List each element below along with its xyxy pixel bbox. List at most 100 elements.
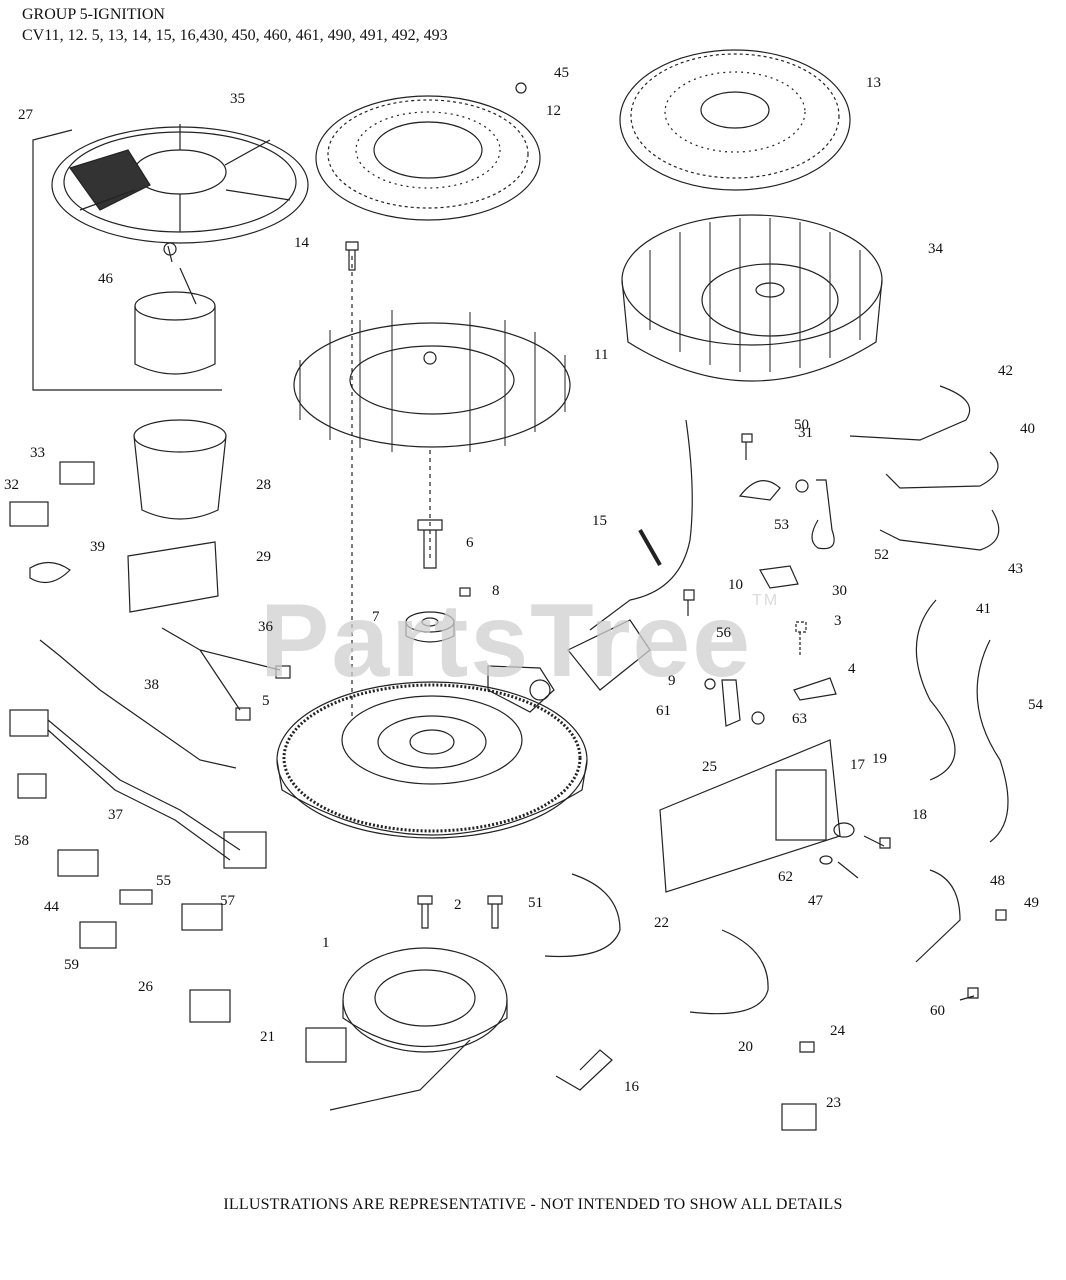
screw-47 [837, 861, 859, 879]
ignition-module-9 [567, 619, 651, 691]
callout-27[interactable]: 27 [18, 107, 33, 123]
callout-4[interactable]: 4 [848, 661, 856, 677]
callout-43[interactable]: 43 [1008, 561, 1023, 577]
callout-45[interactable]: 45 [554, 65, 569, 81]
callout-35[interactable]: 35 [230, 91, 245, 107]
callout-52[interactable]: 52 [874, 547, 889, 563]
connector-57 [181, 903, 223, 931]
flywheel-5 [276, 665, 588, 839]
callout-15[interactable]: 15 [592, 513, 607, 529]
callout-62[interactable]: 62 [778, 869, 793, 885]
callout-13[interactable]: 13 [866, 75, 881, 91]
callout-60[interactable]: 60 [930, 1003, 945, 1019]
callout-61[interactable]: 61 [656, 703, 671, 719]
lead-40 [885, 451, 999, 489]
screw-49 [995, 909, 1007, 921]
connector-59 [79, 921, 117, 949]
washer-62 [819, 855, 833, 865]
diagram-header: GROUP 5-IGNITION CV11, 12. 5, 13, 14, 15… [22, 4, 448, 46]
callout-50[interactable]: 50 [794, 417, 809, 433]
connector-26 [189, 989, 231, 1023]
harness-36 [161, 627, 281, 711]
harness-22 [544, 873, 621, 958]
terminal-55 [119, 889, 153, 905]
terminal-21 [305, 1027, 347, 1063]
callout-31[interactable]: 31 [798, 425, 813, 441]
callout-46[interactable]: 46 [98, 271, 113, 287]
callout-34[interactable]: 34 [928, 241, 943, 257]
callout-19[interactable]: 19 [872, 751, 887, 767]
plate-29 [127, 541, 219, 613]
callout-38[interactable]: 38 [144, 677, 159, 693]
callout-5[interactable]: 5 [262, 693, 270, 709]
callout-1[interactable]: 1 [322, 935, 330, 951]
cup-28 [133, 419, 227, 520]
blower-shroud-35 [51, 124, 309, 244]
clamp-52 [811, 479, 835, 550]
callout-48[interactable]: 48 [990, 873, 1005, 889]
callout-9[interactable]: 9 [668, 673, 676, 689]
callout-29[interactable]: 29 [256, 549, 271, 565]
callout-33[interactable]: 33 [30, 445, 45, 461]
callout-36[interactable]: 36 [258, 619, 273, 635]
callout-40[interactable]: 40 [1020, 421, 1035, 437]
callout-30[interactable]: 30 [832, 583, 847, 599]
callout-20[interactable]: 20 [738, 1039, 753, 1055]
callout-41[interactable]: 41 [976, 601, 991, 617]
callout-14[interactable]: 14 [294, 235, 309, 251]
callout-25[interactable]: 25 [702, 759, 717, 775]
clamp-39 [29, 561, 71, 584]
screw-3 [795, 621, 807, 656]
cable-54 [976, 639, 1009, 843]
screw-63 [751, 711, 765, 725]
callout-39[interactable]: 39 [90, 539, 105, 555]
callout-12[interactable]: 12 [546, 103, 561, 119]
callout-58[interactable]: 58 [14, 833, 29, 849]
callout-18[interactable]: 18 [912, 807, 927, 823]
washer-53 [795, 479, 809, 493]
callout-23[interactable]: 23 [826, 1095, 841, 1111]
callout-17[interactable]: 17 [850, 757, 865, 773]
callout-32[interactable]: 32 [4, 477, 19, 493]
kit-bracket-27 [32, 129, 222, 391]
callout-16[interactable]: 16 [624, 1079, 639, 1095]
callout-54[interactable]: 54 [1028, 697, 1043, 713]
clamp-31 [738, 480, 781, 501]
callout-2[interactable]: 2 [454, 897, 462, 913]
callout-28[interactable]: 28 [256, 477, 271, 493]
callout-51[interactable]: 51 [528, 895, 543, 911]
callout-8[interactable]: 8 [492, 583, 500, 599]
connector-32 [9, 501, 49, 527]
spark-plug-15 [638, 529, 662, 566]
rotating-screen-12 [315, 95, 541, 221]
callout-10[interactable]: 10 [728, 577, 743, 593]
shaft-6 [417, 519, 443, 569]
callout-3[interactable]: 3 [834, 613, 842, 629]
callout-11[interactable]: 11 [594, 347, 609, 363]
cable-41 [915, 599, 956, 781]
callout-59[interactable]: 59 [64, 957, 79, 973]
callout-55[interactable]: 55 [156, 873, 171, 889]
callout-24[interactable]: 24 [830, 1023, 845, 1039]
callout-21[interactable]: 21 [260, 1029, 275, 1045]
callout-47[interactable]: 47 [808, 893, 823, 909]
callout-42[interactable]: 42 [998, 363, 1013, 379]
callout-7[interactable]: 7 [372, 609, 380, 625]
callout-53[interactable]: 53 [774, 517, 789, 533]
screw-10 [683, 589, 695, 616]
callout-22[interactable]: 22 [654, 915, 669, 931]
callout-57[interactable]: 57 [220, 893, 235, 909]
callout-63[interactable]: 63 [792, 711, 807, 727]
callout-26[interactable]: 26 [138, 979, 153, 995]
callout-44[interactable]: 44 [44, 899, 59, 915]
screw-18 [863, 835, 891, 849]
callout-49[interactable]: 49 [1024, 895, 1039, 911]
callout-6[interactable]: 6 [466, 535, 474, 551]
bracket-16 [555, 1049, 613, 1091]
screw-50 [741, 433, 753, 460]
nut-45 [515, 82, 527, 94]
cooling-fan-11 [293, 310, 571, 452]
callout-37[interactable]: 37 [108, 807, 123, 823]
callout-56[interactable]: 56 [716, 625, 731, 641]
clamp-56 [721, 679, 741, 727]
